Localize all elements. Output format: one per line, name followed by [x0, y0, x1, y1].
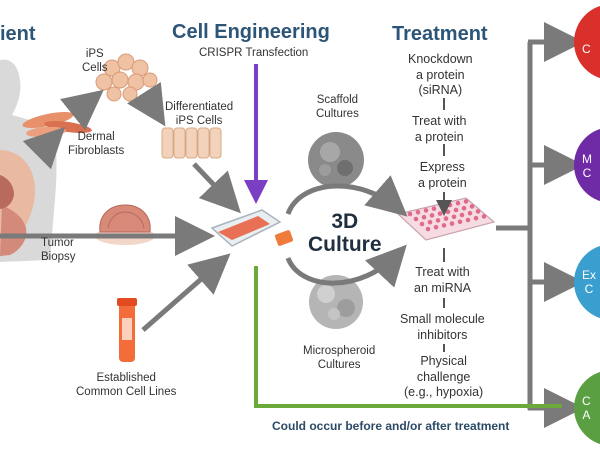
- plate-well: [429, 213, 435, 218]
- plate-well: [421, 214, 427, 220]
- plate-well: [475, 209, 481, 214]
- differentiated-cells-illustration: [161, 127, 222, 159]
- header-treatment: Treatment: [392, 23, 488, 45]
- plate-well: [459, 212, 465, 218]
- outcome-label-1: C: [582, 42, 591, 56]
- plate-well: [469, 204, 475, 209]
- plate-well: [473, 215, 479, 221]
- plate-well: [427, 219, 433, 225]
- plate-well: [425, 226, 431, 232]
- treatment-protein: Treat with a protein: [412, 114, 467, 144]
- label-differentiated-ips: Differentiated iPS Cells: [165, 101, 234, 128]
- treatment-inhibitors: Small molecule inhibitors: [400, 312, 485, 342]
- plate-well: [461, 205, 467, 211]
- outcome-circle-3: [574, 245, 600, 319]
- label-tumor-biopsy: Tumor Biopsy: [41, 237, 76, 264]
- gray-arrows: [0, 22, 584, 428]
- plate-well: [435, 218, 441, 223]
- plate-well: [457, 219, 463, 225]
- tumor-biopsy-illustration: [95, 204, 155, 245]
- outcome-label-2: M C: [582, 152, 592, 180]
- footnote: Could occur before and/or after treatmen…: [272, 419, 510, 433]
- plate-well: [481, 214, 487, 219]
- microspheroid-sphere: [309, 275, 363, 329]
- plate-well: [419, 221, 425, 227]
- label-scaffold: Scaffold Cultures: [316, 94, 359, 121]
- well-plate: [396, 197, 496, 241]
- plate-well: [423, 208, 429, 213]
- culture-flask: [210, 209, 294, 247]
- treatment-express: Express a protein: [418, 160, 467, 190]
- plate-well: [465, 217, 471, 223]
- label-3d-culture: 3D Culture: [308, 210, 382, 257]
- label-dermal-fibroblasts: Dermal Fibroblasts: [68, 131, 125, 158]
- plate-well: [447, 202, 453, 208]
- plate-well: [449, 221, 455, 226]
- plate-well: [407, 211, 413, 217]
- treatment-mirna: Treat with an miRNA: [414, 265, 471, 295]
- outcome-circle-1: [574, 5, 600, 79]
- plate-well: [467, 210, 473, 216]
- treatment-physical: Physical challenge (e.g., hypoxia): [404, 354, 484, 400]
- plate-well: [443, 216, 449, 221]
- header-cell-engineering: Cell Engineering: [172, 21, 330, 43]
- cell-line-tube: [117, 298, 137, 362]
- plate-well: [413, 216, 419, 222]
- plate-well: [433, 224, 439, 230]
- plate-well: [415, 209, 421, 215]
- plate-well: [455, 200, 461, 206]
- treatment-knockdown: Knockdown a protein (siRNA): [408, 52, 473, 98]
- green-loop-line: [254, 266, 562, 408]
- header-patient: ient: [0, 23, 36, 45]
- label-established-lines: Established Common Cell Lines: [76, 372, 177, 399]
- outcome-circle-4: [574, 371, 600, 445]
- plate-well: [463, 199, 469, 204]
- outcome-label-4: C A: [582, 394, 591, 422]
- outcome-label-3: Ex C: [582, 268, 597, 296]
- outcome-circles: [574, 5, 600, 445]
- plate-well: [441, 223, 447, 228]
- scaffold-culture-sphere: [308, 132, 364, 188]
- plate-well: [451, 214, 457, 220]
- crispr-subtitle: CRISPR Transfection: [199, 47, 309, 59]
- plate-well: [445, 209, 451, 215]
- outcome-circle-2: [574, 128, 600, 202]
- plate-well: [431, 206, 437, 211]
- patient-silhouette: [0, 59, 57, 263]
- plate-well: [437, 211, 443, 216]
- label-microspheroid: Microspheroid Cultures: [303, 345, 376, 372]
- plate-well: [453, 207, 459, 213]
- label-ips-cells: iPS Cells: [82, 48, 108, 75]
